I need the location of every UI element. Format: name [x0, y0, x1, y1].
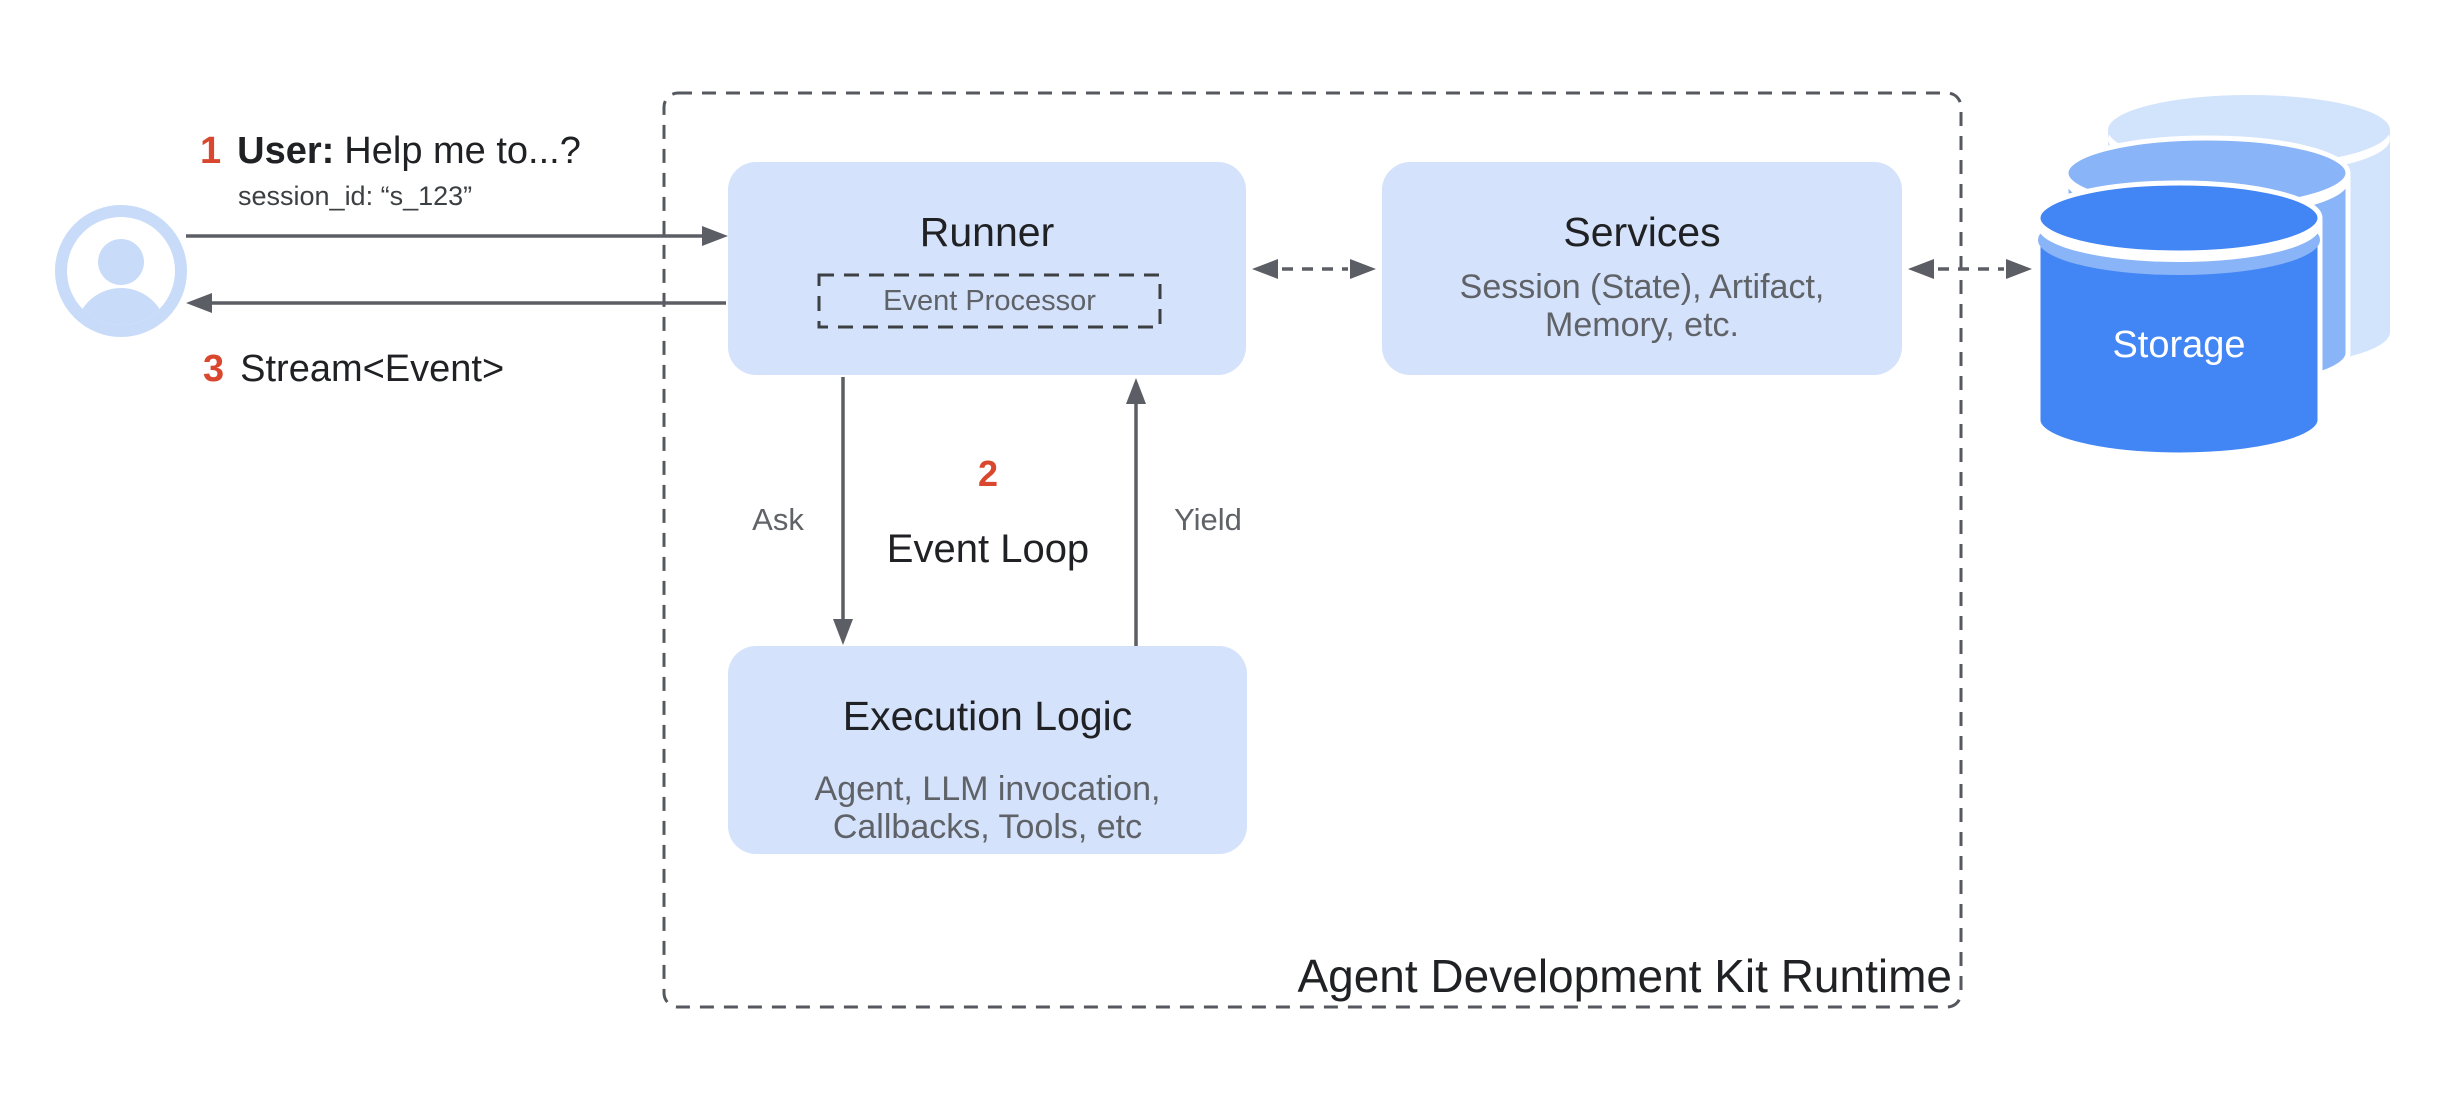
session-id-label: session_id: “s_123” — [238, 181, 473, 211]
storage-cylinder-front — [2035, 180, 2323, 458]
stream-response-arrow — [186, 293, 726, 313]
event-loop-number: 2 — [977, 453, 999, 494]
yield-arrow — [1126, 378, 1146, 646]
user-request-arrow — [186, 226, 728, 246]
step1-annotation: 1 User:Help me to...? — [200, 128, 581, 174]
execution-logic-title: Execution Logic — [842, 693, 1133, 739]
event-loop-label: Event Loop — [886, 527, 1090, 571]
runner-title: Runner — [919, 209, 1055, 255]
execution-subtitle-line2: Callbacks, Tools, etc — [832, 808, 1143, 846]
runner-services-arrow — [1252, 259, 1376, 279]
event-processor-label: Event Processor — [883, 285, 1096, 317]
step1-message: Help me to...? — [344, 130, 581, 172]
step3-number: 3 — [203, 348, 225, 390]
execution-logic-subtitle: Agent, LLM invocation,Callbacks, Tools, … — [728, 770, 1247, 846]
ask-label: Ask — [752, 502, 804, 537]
services-storage-arrow — [1908, 259, 2032, 279]
step3-message: Stream<Event> — [240, 348, 505, 390]
step1-number: 1 — [200, 130, 222, 172]
services-subtitle-line2: Memory, etc. — [1545, 306, 1739, 344]
step1-speaker-label: User: — [237, 130, 335, 172]
execution-subtitle-line1: Agent, LLM invocation, — [814, 770, 1161, 808]
step3-annotation: 3 Stream<Event> — [203, 346, 504, 392]
storage-database-icon — [2035, 95, 2390, 458]
user-avatar-icon — [55, 205, 187, 337]
services-title: Services — [1563, 209, 1721, 255]
services-subtitle-line1: Session (State), Artifact, — [1459, 268, 1825, 306]
services-subtitle: Session (State), Artifact,Memory, etc. — [1382, 268, 1902, 344]
runner-box — [728, 162, 1246, 375]
storage-label: Storage — [2112, 324, 2246, 366]
runtime-label: Agent Development Kit Runtime — [1297, 950, 1952, 1002]
yield-label: Yield — [1174, 502, 1242, 537]
